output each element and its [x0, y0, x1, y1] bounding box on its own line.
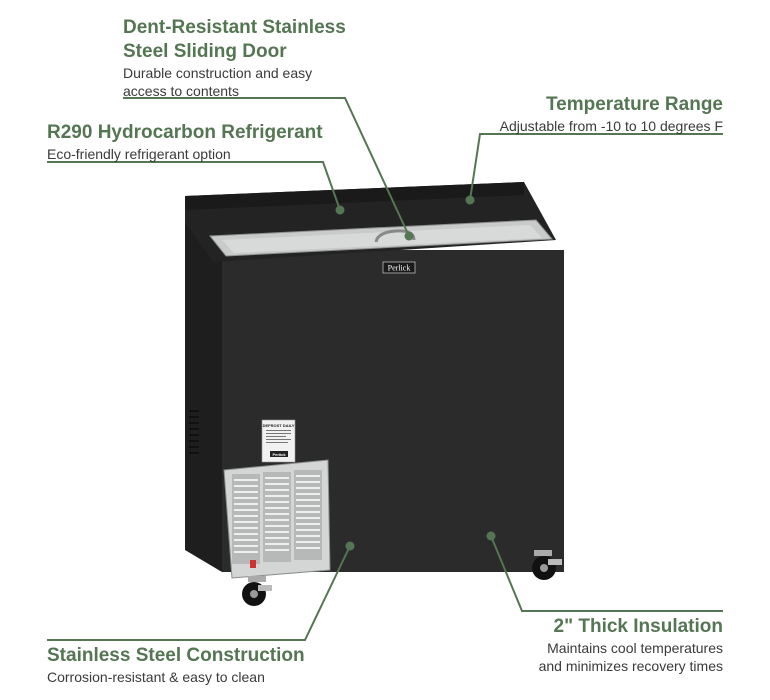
callout-insulation-desc-line2: and minimizes recovery times [538, 658, 723, 674]
callout-construction: Stainless Steel Construction Corrosion-r… [47, 644, 367, 686]
callout-temperature-desc: Adjustable from -10 to 10 degrees F [499, 118, 723, 134]
construction-marker-dot [345, 541, 355, 551]
compressor-grille [223, 459, 331, 579]
insulation-leader-line [490, 535, 723, 612]
refrigerant-marker-dot [335, 205, 345, 215]
brand-badge: Perlick [382, 261, 416, 274]
callout-construction-desc: Corrosion-resistant & easy to clean [47, 669, 265, 685]
callout-construction-title: Stainless Steel Construction [47, 645, 305, 666]
callout-refrigerant-desc: Eco-friendly refrigerant option [47, 146, 231, 162]
callout-insulation-desc-line1: Maintains cool temperatures [547, 640, 723, 656]
temperature-leader-line [469, 133, 723, 201]
panel-brand-text: Perlick [272, 452, 286, 457]
door-marker-dot [404, 231, 414, 241]
callout-door-title-line1: Dent-Resistant Stainless [123, 17, 346, 38]
defrost-label-text: DEFROST DAILY [263, 423, 295, 428]
refrigerant-leader-line [47, 161, 341, 211]
callout-refrigerant-title: R290 Hydrocarbon Refrigerant [47, 122, 323, 143]
insulation-marker-dot [486, 531, 496, 541]
callout-refrigerant: R290 Hydrocarbon Refrigerant Eco-friendl… [47, 121, 347, 163]
caster-left [242, 576, 272, 606]
callout-door-desc-line2: access to contents [123, 83, 239, 99]
callout-temperature-title: Temperature Range [545, 94, 723, 115]
caster-right [532, 550, 562, 580]
callout-door-desc-line1: Durable construction and easy [123, 65, 313, 81]
callout-insulation-title: 2" Thick Insulation [553, 616, 723, 637]
callout-insulation: 2" Thick Insulation Maintains cool tempe… [443, 615, 723, 675]
callout-temperature: Temperature Range Adjustable from -10 to… [423, 93, 723, 135]
callout-sliding-door: Dent-Resistant Stainless Steel Sliding D… [123, 16, 383, 100]
defrost-label-panel: DEFROST DAILY Perlick [261, 419, 296, 463]
callout-door-title-line2: Steel Sliding Door [123, 41, 287, 62]
temperature-marker-dot [465, 195, 475, 205]
brand-badge-text: Perlick [388, 264, 411, 273]
door-leader-line [123, 97, 410, 237]
construction-leader-line [47, 545, 351, 641]
